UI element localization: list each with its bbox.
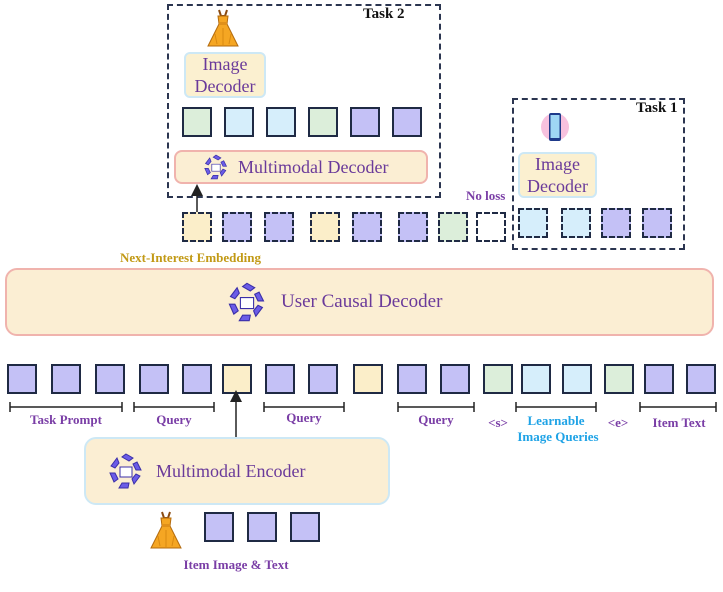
sequence-token: [7, 364, 37, 394]
dress-icon: [148, 510, 184, 550]
task1-token: [518, 208, 548, 238]
dress-icon: [205, 8, 241, 48]
sequence-token: [644, 364, 674, 394]
middle-token: [476, 212, 506, 242]
task1-token: [642, 208, 672, 238]
task2-token: [392, 107, 422, 137]
user-causal-decoder-label: User Causal Decoder: [281, 291, 443, 312]
task1-image-decoder: Image Decoder: [518, 152, 597, 198]
middle-token: [222, 212, 252, 242]
sequence-token: [51, 364, 81, 394]
multimodal-decoder: Multimodal Decoder: [174, 150, 428, 184]
task2-token: [350, 107, 380, 137]
task2-token: [308, 107, 338, 137]
sequence-token: [604, 364, 634, 394]
middle-token: [438, 212, 468, 242]
learnable-label-line2: Image Queries: [517, 429, 599, 444]
sequence-token: [521, 364, 551, 394]
sequence-token: [222, 364, 252, 394]
task2-title: Task 2: [363, 6, 405, 22]
sequence-token: [562, 364, 592, 394]
middle-token: [264, 212, 294, 242]
sequence-token: [353, 364, 383, 394]
encoder-token: [204, 512, 234, 542]
multimodal-decoder-label: Multimodal Decoder: [238, 156, 389, 177]
sequence-token: [397, 364, 427, 394]
task-prompt-label: Task Prompt: [30, 412, 102, 427]
task1-token: [561, 208, 591, 238]
middle-token: [398, 212, 428, 242]
sequence-token: [139, 364, 169, 394]
task2-image-decoder: Image Decoder: [184, 52, 266, 98]
task2-image-decoder-line1: Image: [202, 54, 248, 74]
sequence-token: [95, 364, 125, 394]
sequence-token: [686, 364, 716, 394]
query-label-3: Query: [418, 412, 454, 427]
query-label-2: Query: [286, 410, 322, 425]
sequence-token: [182, 364, 212, 394]
item-text-label: Item Text: [652, 415, 706, 430]
task2-token: [266, 107, 296, 137]
task1-image-decoder-line1: Image: [535, 154, 580, 174]
sequence-token: [265, 364, 295, 394]
sequence-token: [483, 364, 513, 394]
middle-token: [182, 212, 212, 242]
no-loss-label: No loss: [466, 188, 506, 203]
phone-icon: [540, 110, 570, 144]
sequence-token: [308, 364, 338, 394]
task2-token: [182, 107, 212, 137]
task1-image-decoder-line2: Decoder: [527, 176, 588, 196]
encoder-token: [290, 512, 320, 542]
task1-title: Task 1: [636, 100, 678, 116]
task2-box: [167, 4, 441, 198]
task2-token: [224, 107, 254, 137]
e-token-label: <e>: [607, 415, 629, 430]
learnable-label-line1: Learnable: [527, 413, 585, 428]
multimodal-encoder: Multimodal Encoder: [84, 437, 390, 505]
middle-token: [352, 212, 382, 242]
encoder-token: [247, 512, 277, 542]
query-label-1: Query: [156, 412, 192, 427]
middle-token: [310, 212, 340, 242]
task2-image-decoder-line2: Decoder: [194, 76, 256, 96]
item-image-text-caption: Item Image & Text: [183, 557, 289, 572]
user-causal-decoder: User Causal Decoder: [5, 268, 714, 336]
sequence-token: [440, 364, 470, 394]
s-token-label: <s>: [488, 415, 508, 430]
multimodal-encoder-label: Multimodal Encoder: [156, 460, 306, 481]
task1-box: [512, 98, 685, 250]
next-interest-label: Next-Interest Embedding: [120, 250, 261, 265]
task1-token: [601, 208, 631, 238]
